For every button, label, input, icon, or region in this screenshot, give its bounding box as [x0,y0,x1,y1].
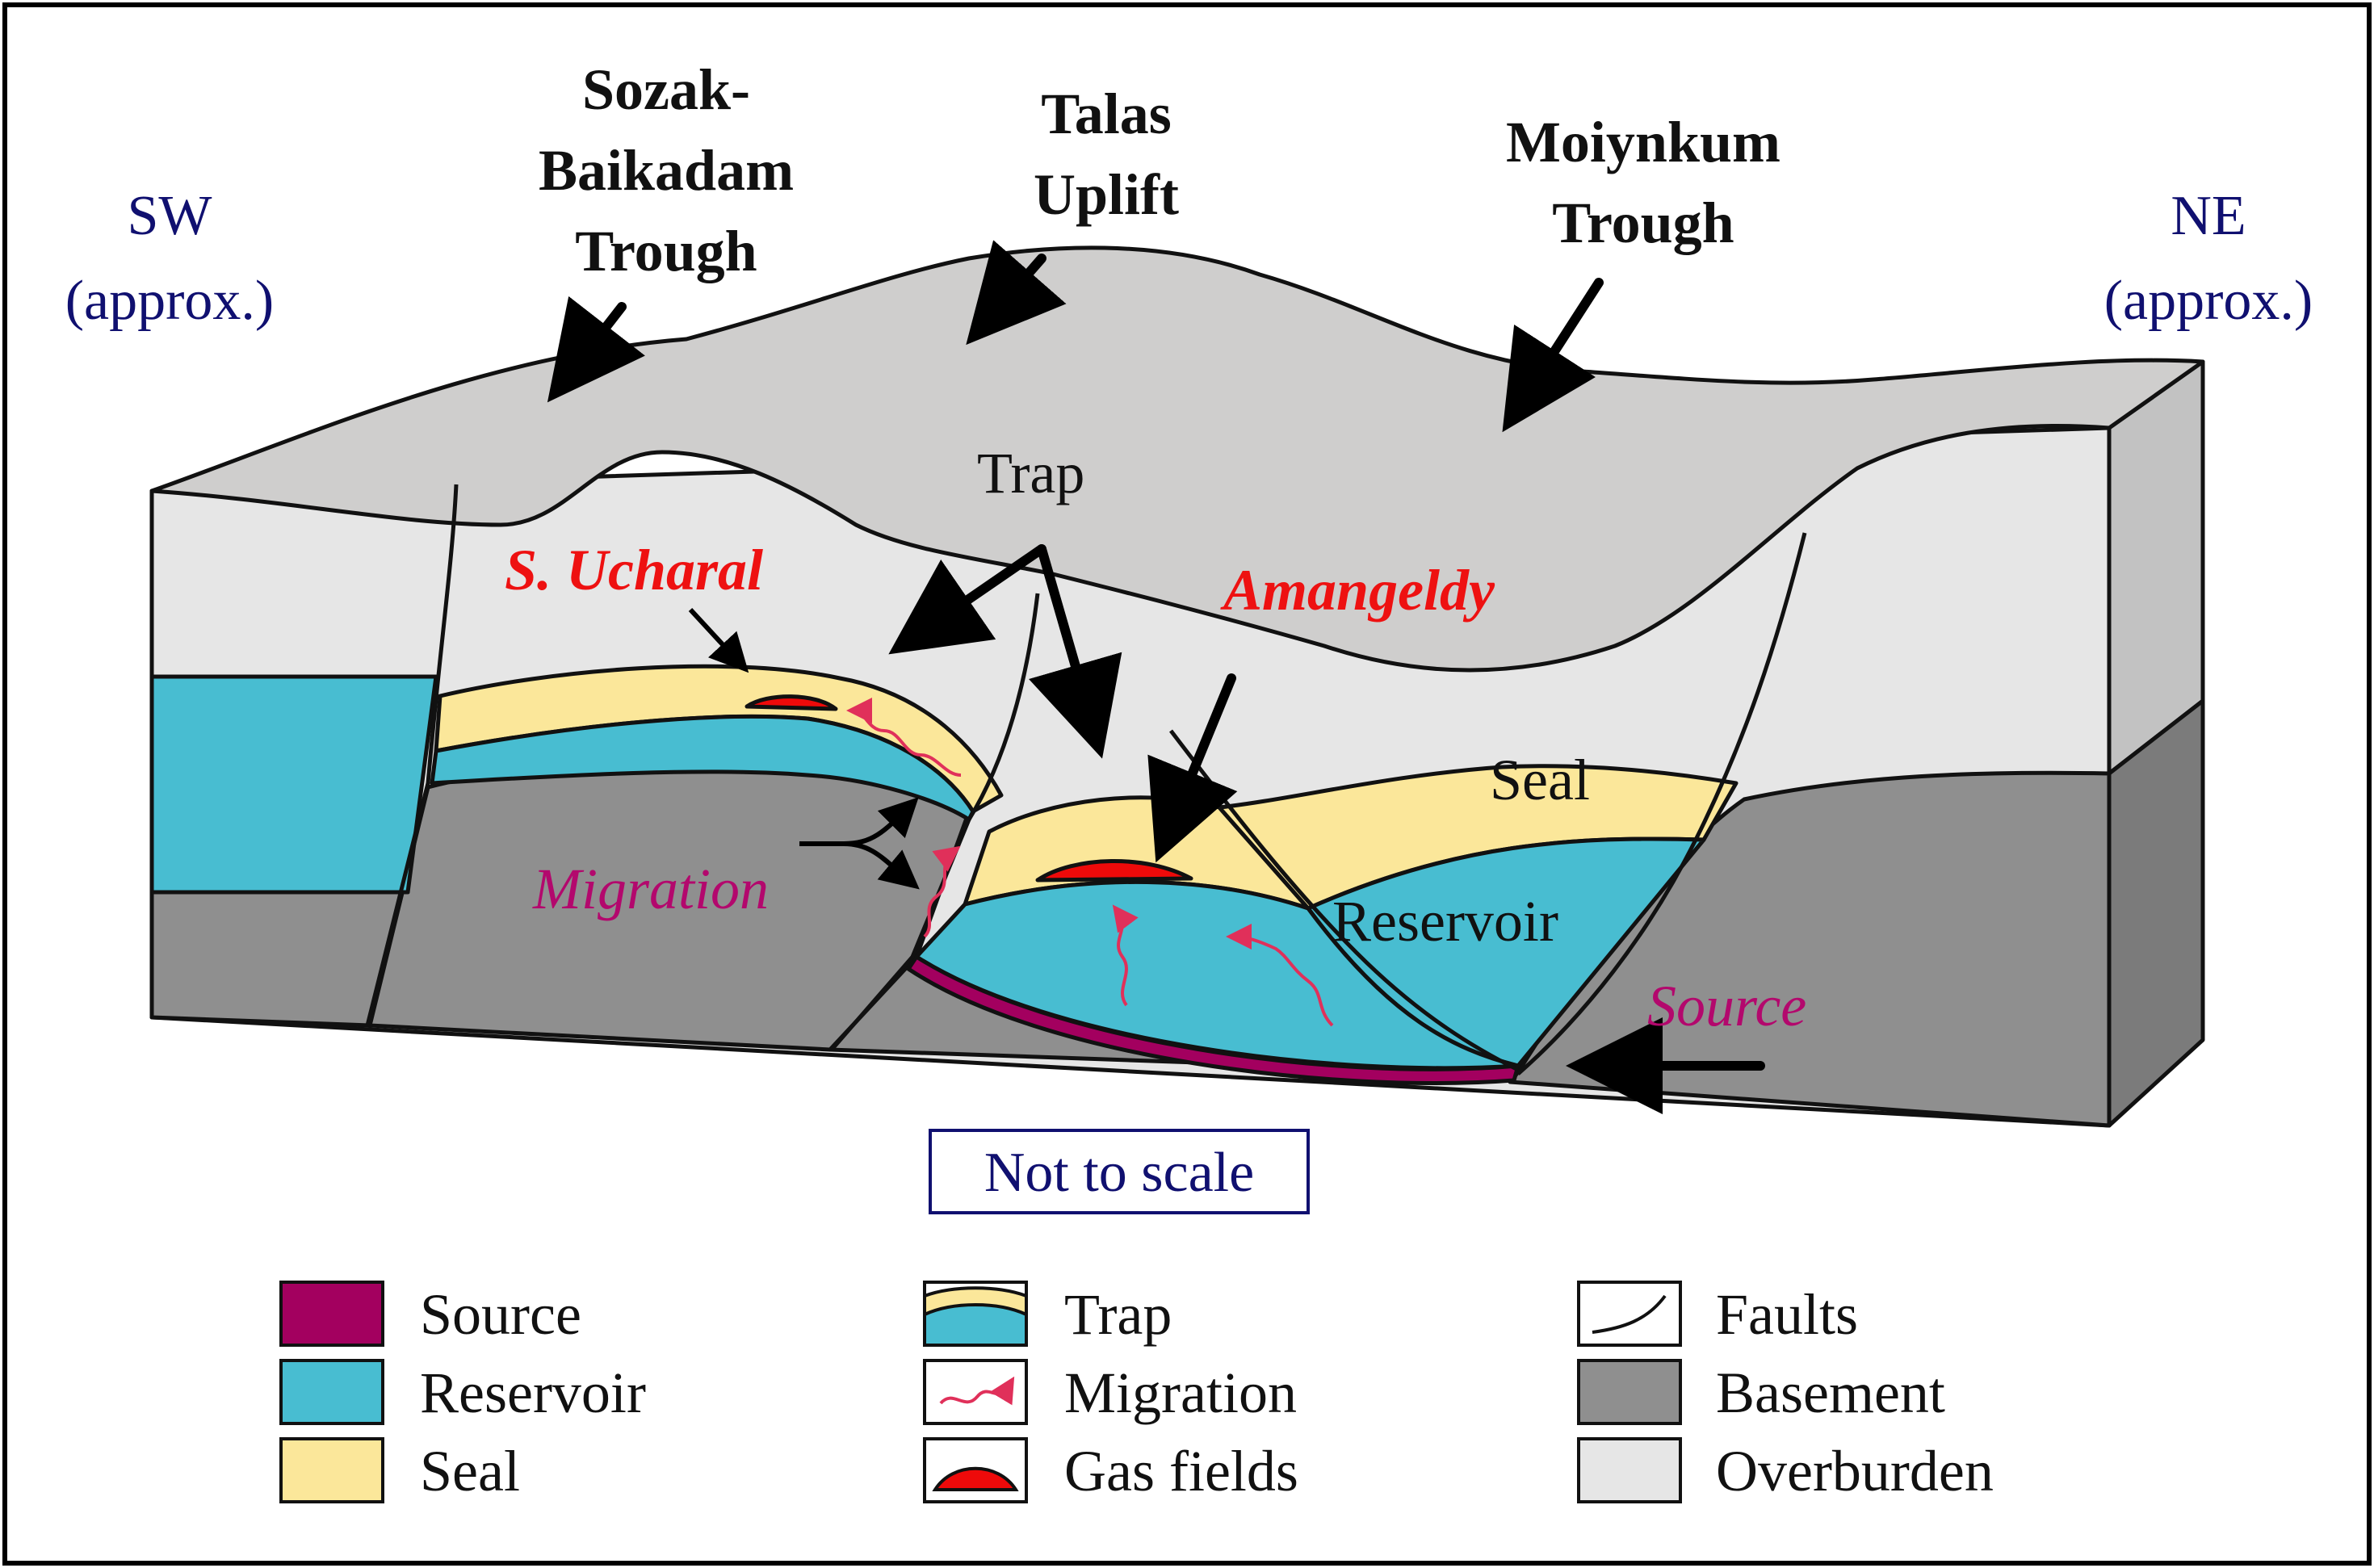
label-migration: Migration [532,857,769,921]
direction-labels: SW (approx.) NE (approx.) [65,185,2313,332]
label-talas-2: Uplift [1034,162,1179,227]
arrow-amangeldy [1147,673,1238,863]
legend-swatch-basement [1577,1359,1682,1425]
legend-label-reservoir: Reservoir [420,1360,646,1425]
legend-label-overburden: Overburden [1716,1439,1994,1503]
label-reservoir: Reservoir [1332,889,1558,954]
reservoir-left-block [149,674,438,895]
label-sozak-3: Trough [575,219,757,283]
label-sozak-2: Baikadam [539,138,794,203]
legend-swatch-gas-fields [923,1437,1028,1503]
migration-squiggles [846,698,1334,1027]
fault-right [1516,532,1807,1075]
legend-swatch-faults [1577,1281,1682,1347]
label-trap: Trap [977,441,1084,505]
legend-label-migration: Migration [1064,1360,1297,1425]
scale-note-box [929,1129,1310,1214]
fault-left [365,484,459,1026]
arrow-trap-left [888,544,1046,655]
amangeldy-structure [906,764,1739,1085]
process-labels: Migration Source [532,857,1806,1038]
fault-center [830,593,1040,1051]
pointer-arrows-thin [688,607,920,890]
label-seal: Seal [1490,748,1590,812]
arrow-migration-down [843,841,920,890]
label-sozak-1: Sozak- [582,57,750,122]
gas-field-amangeldy [1035,859,1193,883]
field-labels: S. Ucharal Amangeldy [505,538,1495,623]
label-moiynkum-1: Moiynkum [1506,110,1780,174]
pointer-arrows [547,240,1765,1114]
arrow-sozak [547,296,645,403]
legend-label-faults: Faults [1716,1282,1858,1347]
legend-label-basement: Basement [1716,1360,1945,1425]
arrow-moiynkum [1502,278,1604,433]
legend-swatch-seal [279,1437,384,1503]
gas-field-s-ucharal [744,694,838,711]
source-layer [906,954,1520,1085]
legend-swatch-source [279,1281,384,1347]
legend-label-source: Source [420,1282,581,1347]
legend-labels: Source Reservoir Seal Trap Migration Gas… [420,1282,1994,1503]
legend-label-gas-fields: Gas fields [1064,1439,1298,1503]
legend-swatch-overburden [1577,1437,1682,1503]
legend-swatch-migration [923,1359,1028,1425]
label-source: Source [1647,974,1806,1038]
direction-ne-approx: (approx.) [2104,270,2313,332]
block-body [149,245,2205,1128]
structure-labels: Sozak- Baikadam Trough Talas Uplift Moiy… [539,57,1780,283]
legend-swatch-trap [923,1281,1028,1347]
direction-ne: NE [2171,185,2246,247]
label-s-ucharal: S. Ucharal [505,538,763,602]
legend-label-seal: Seal [420,1439,520,1503]
layer-labels: Trap Seal Reservoir [977,441,1590,954]
legend-label-trap: Trap [1064,1282,1172,1347]
direction-sw: SW [128,185,212,247]
arrow-trap-right [1029,544,1122,759]
arrow-talas [966,240,1067,346]
arrow-s-ucharal [688,607,749,673]
legend-swatch-reservoir [279,1359,384,1425]
scale-note-text: Not to scale [984,1142,1254,1204]
scale-note: Not to scale [929,1129,1310,1214]
label-amangeldy: Amangeldy [1220,558,1495,623]
direction-sw-approx: (approx.) [65,270,275,332]
label-talas-1: Talas [1041,82,1171,146]
legend [279,1281,1682,1503]
label-moiynkum-2: Trough [1552,191,1734,255]
